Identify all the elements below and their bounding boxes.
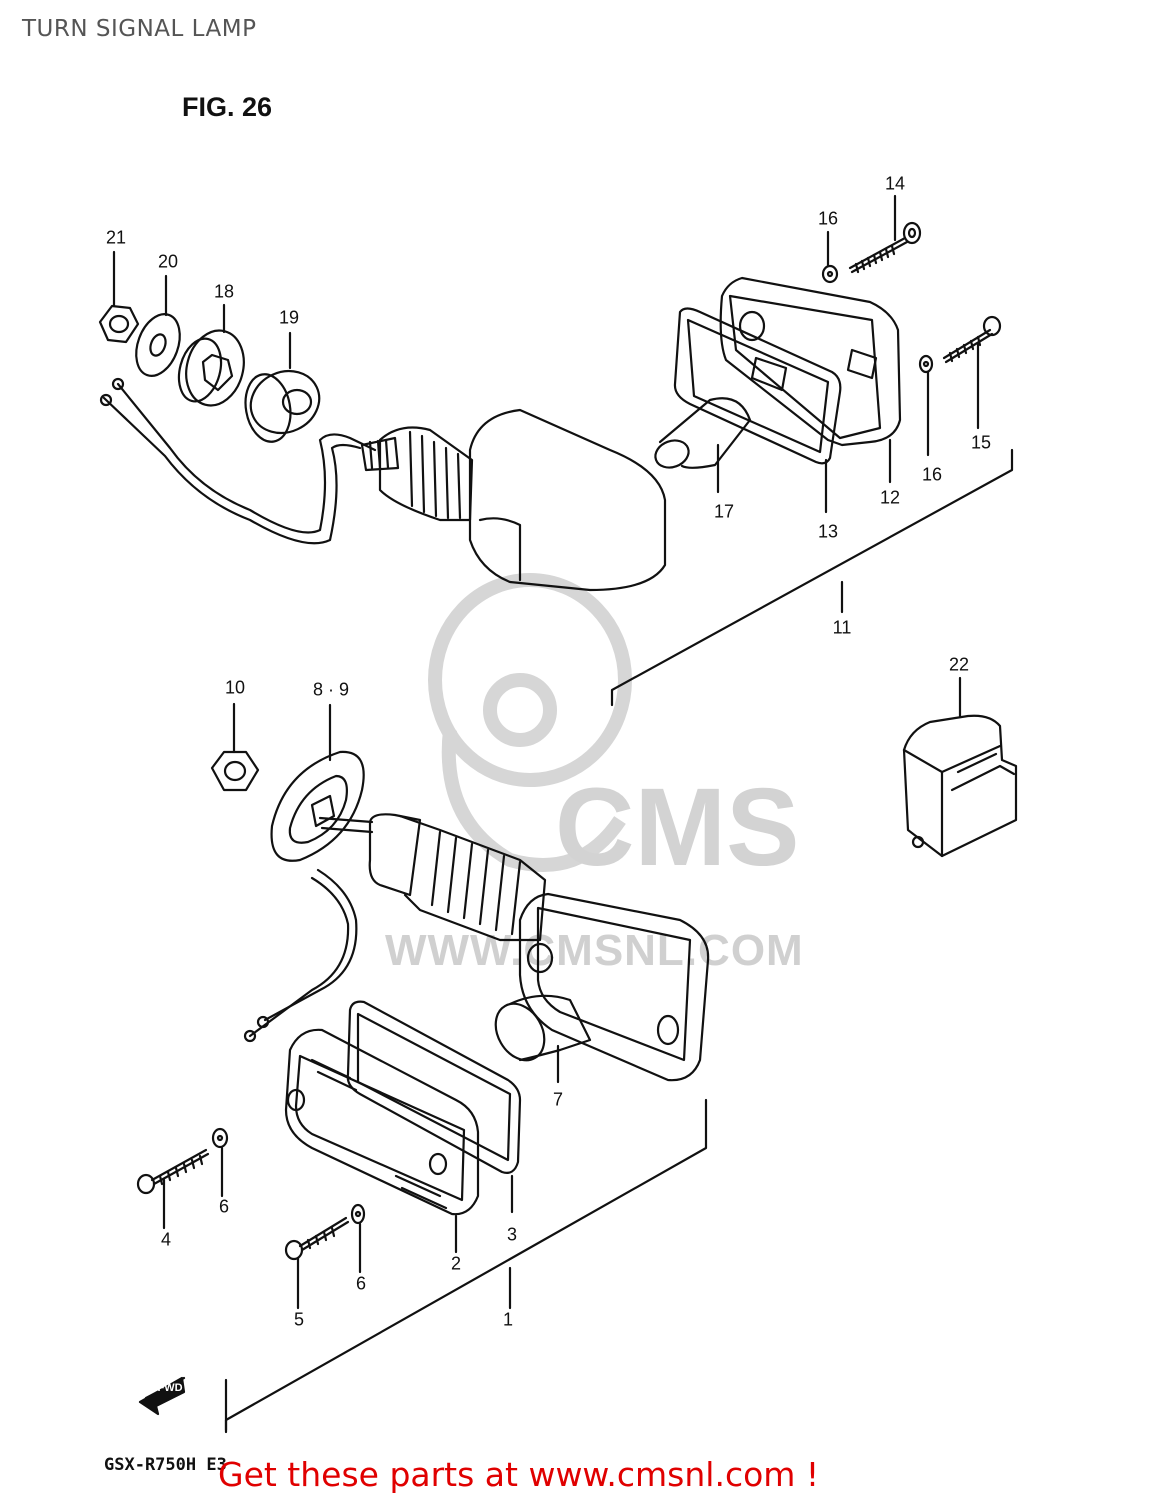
washer-20 <box>135 313 181 377</box>
screw-14 <box>848 221 922 274</box>
bracket-11 <box>610 448 1014 707</box>
bulb-7 <box>494 994 592 1062</box>
label-part-15: 15 <box>970 432 992 453</box>
label-part-16b: 16 <box>921 464 943 485</box>
label-part-7: 7 <box>552 1089 564 1110</box>
label-part-2: 2 <box>450 1253 462 1274</box>
label-part-11: 11 <box>832 617 852 638</box>
label-part-20: 20 <box>157 251 179 272</box>
fwd-arrow-icon <box>138 1376 186 1416</box>
washer-6-lower <box>350 1203 366 1225</box>
label-part-8-9: 8 · 9 <box>312 679 350 700</box>
relay-22 <box>902 714 1018 858</box>
label-part-10: 10 <box>224 677 246 698</box>
screw-4 <box>136 1148 210 1195</box>
nut-21 <box>98 304 140 344</box>
washer-16-side <box>918 354 934 374</box>
lens-12 <box>719 276 902 447</box>
watermark-url: WWW.CMSNL.COM <box>385 926 804 975</box>
label-part-19: 19 <box>278 307 300 328</box>
label-part-13: 13 <box>817 521 839 542</box>
seal-plate-8-9 <box>270 750 365 862</box>
cta-link[interactable]: Get these parts at www.cmsnl.com ! <box>218 1455 820 1494</box>
label-part-16a: 16 <box>817 208 839 229</box>
fwd-label: FWD <box>157 1382 183 1394</box>
grommet-18 <box>177 329 245 407</box>
model-code: GSX-R750H E3 <box>104 1455 227 1475</box>
cms-watermark-logo: CMS <box>428 573 799 889</box>
watermark-brand: CMS <box>555 766 799 889</box>
label-part-6b: 6 <box>355 1273 367 1294</box>
label-part-17: 17 <box>713 501 735 522</box>
washer-16-top <box>821 264 839 284</box>
page-title: TURN SIGNAL LAMP <box>22 16 257 42</box>
label-part-4: 4 <box>160 1229 172 1250</box>
figure-label: FIG. 26 <box>182 92 273 122</box>
gasket-13 <box>673 307 842 465</box>
label-part-12: 12 <box>879 487 901 508</box>
label-part-22: 22 <box>948 654 970 675</box>
label-part-21: 21 <box>105 227 127 248</box>
washer-6-upper <box>211 1127 229 1149</box>
label-part-3: 3 <box>506 1224 518 1245</box>
label-part-1: 1 <box>502 1309 514 1330</box>
label-part-6a: 6 <box>218 1196 230 1217</box>
nut-10 <box>210 750 260 792</box>
spacer-19 <box>244 369 321 443</box>
lens-2 <box>284 1028 480 1216</box>
label-part-14: 14 <box>884 173 906 194</box>
screw-5 <box>284 1216 350 1261</box>
label-part-18: 18 <box>213 281 235 302</box>
screw-15 <box>942 315 1002 364</box>
label-part-5: 5 <box>293 1309 305 1330</box>
